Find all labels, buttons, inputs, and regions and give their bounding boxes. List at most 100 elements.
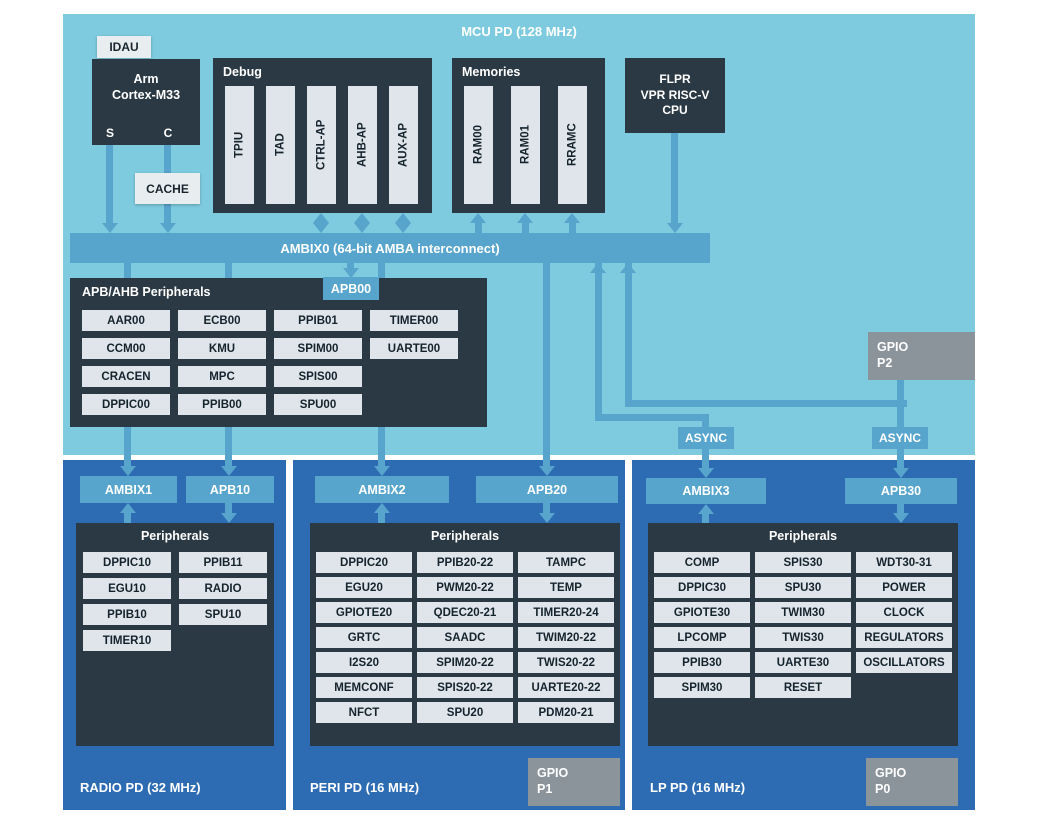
peripheral-cell: SPIM20-22: [417, 652, 513, 673]
memory-slot: RAM01: [511, 86, 540, 204]
connector-line: [225, 503, 232, 513]
connector-line: [625, 400, 907, 407]
memories-title: Memories: [462, 65, 521, 79]
peripheral-cell: QDEC20-21: [417, 602, 513, 623]
peripheral-cell: POWER: [856, 577, 952, 598]
connector-line: [897, 380, 904, 427]
gpio-p2-line2: P2: [877, 356, 893, 371]
peripheral-cell: TIMER00: [370, 310, 458, 331]
connector-line: [124, 512, 131, 523]
core-port-label: C: [163, 126, 173, 140]
connector-arrow: [395, 213, 411, 223]
peripheral-cell: SPIS00: [274, 366, 362, 387]
connector-line: [595, 263, 602, 421]
peripheral-cell: UARTE20-22: [518, 677, 614, 698]
connector-arrow: [313, 213, 329, 223]
peripheral-cell: TIMER10: [83, 630, 171, 651]
connector-line: [106, 145, 113, 223]
peripheral-cell: SPU20: [417, 702, 513, 723]
peripheral-cell: CCM00: [82, 338, 170, 359]
connector-arrow: [893, 468, 909, 478]
gpio-p0-line2: P0: [875, 782, 891, 797]
peripheral-cell: REGULATORS: [856, 627, 952, 648]
peri-pd-label: PERI PD (16 MHz): [310, 780, 420, 795]
peripheral-cell: SPU30: [755, 577, 851, 598]
peripheral-cell: PPIB00: [178, 394, 266, 415]
peripheral-cell: SPU00: [274, 394, 362, 415]
connector-line: [475, 222, 482, 233]
peripheral-cell: PPIB01: [274, 310, 362, 331]
connector-line: [702, 414, 709, 427]
apb10-bus: APB10: [186, 476, 274, 503]
gpio-p1-block: GPIO P1: [528, 758, 620, 806]
peripheral-cell: CLOCK: [856, 602, 952, 623]
peripheral-cell: TWIM30: [755, 602, 851, 623]
lp-pd-label: LP PD (16 MHz): [650, 780, 746, 795]
peripheral-cell: PWM20-22: [417, 577, 513, 598]
peripheral-cell: RESET: [755, 677, 851, 698]
mcu-pd-title: MCU PD (128 MHz): [461, 24, 577, 39]
connector-arrow: [374, 503, 390, 513]
connector-arrow: [343, 268, 359, 278]
cortex-m33-name: Arm Cortex-M33: [92, 71, 200, 104]
peripheral-cell: EGU10: [83, 578, 171, 599]
peripheral-cell: NFCT: [316, 702, 412, 723]
peripheral-cell: RADIO: [179, 578, 267, 599]
peripheral-cell: DPPIC00: [82, 394, 170, 415]
connector-arrow: [313, 223, 329, 233]
peripheral-cell: KMU: [178, 338, 266, 359]
peripheral-cell: PPIB10: [83, 604, 171, 625]
connector-line: [897, 449, 904, 468]
memory-slot: RRAMC: [558, 86, 587, 204]
async-bridge-left: ASYNC: [678, 427, 734, 449]
connector-arrow: [160, 223, 176, 233]
flpr-line3: CPU: [662, 103, 688, 118]
secure-port-label: S: [105, 126, 114, 140]
gpio-p0-block: GPIO P0: [866, 758, 958, 806]
connector-arrow: [539, 466, 555, 476]
ambix2-bus: AMBIX2: [315, 476, 449, 503]
cpu-name-line1: Arm: [133, 72, 159, 86]
connector-arrow: [517, 213, 533, 223]
peripheral-cell: SPIS20-22: [417, 677, 513, 698]
debug-port-slot: TAD: [266, 86, 295, 204]
peripheral-cell: GRTC: [316, 627, 412, 648]
debug-port-slot: TPIU: [225, 86, 254, 204]
connector-arrow: [354, 213, 370, 223]
lp-peripherals-title: Peripherals: [768, 529, 838, 543]
peripheral-cell: LPCOMP: [654, 627, 750, 648]
flpr-line2: VPR RISC-V: [640, 87, 710, 102]
peripheral-cell: MEMCONF: [316, 677, 412, 698]
cpu-name-line2: Cortex-M33: [111, 88, 181, 103]
peripheral-cell: TWIM20-22: [518, 627, 614, 648]
ambix0-bus-bar: AMBIX0 (64-bit AMBA interconnect): [70, 233, 710, 263]
connector-line: [625, 263, 632, 407]
ambix0-label: AMBIX0 (64-bit AMBA interconnect): [280, 240, 500, 256]
cache-block: CACHE: [135, 173, 200, 204]
connector-arrow: [470, 213, 486, 223]
apb00-tag: APB00: [323, 277, 379, 300]
